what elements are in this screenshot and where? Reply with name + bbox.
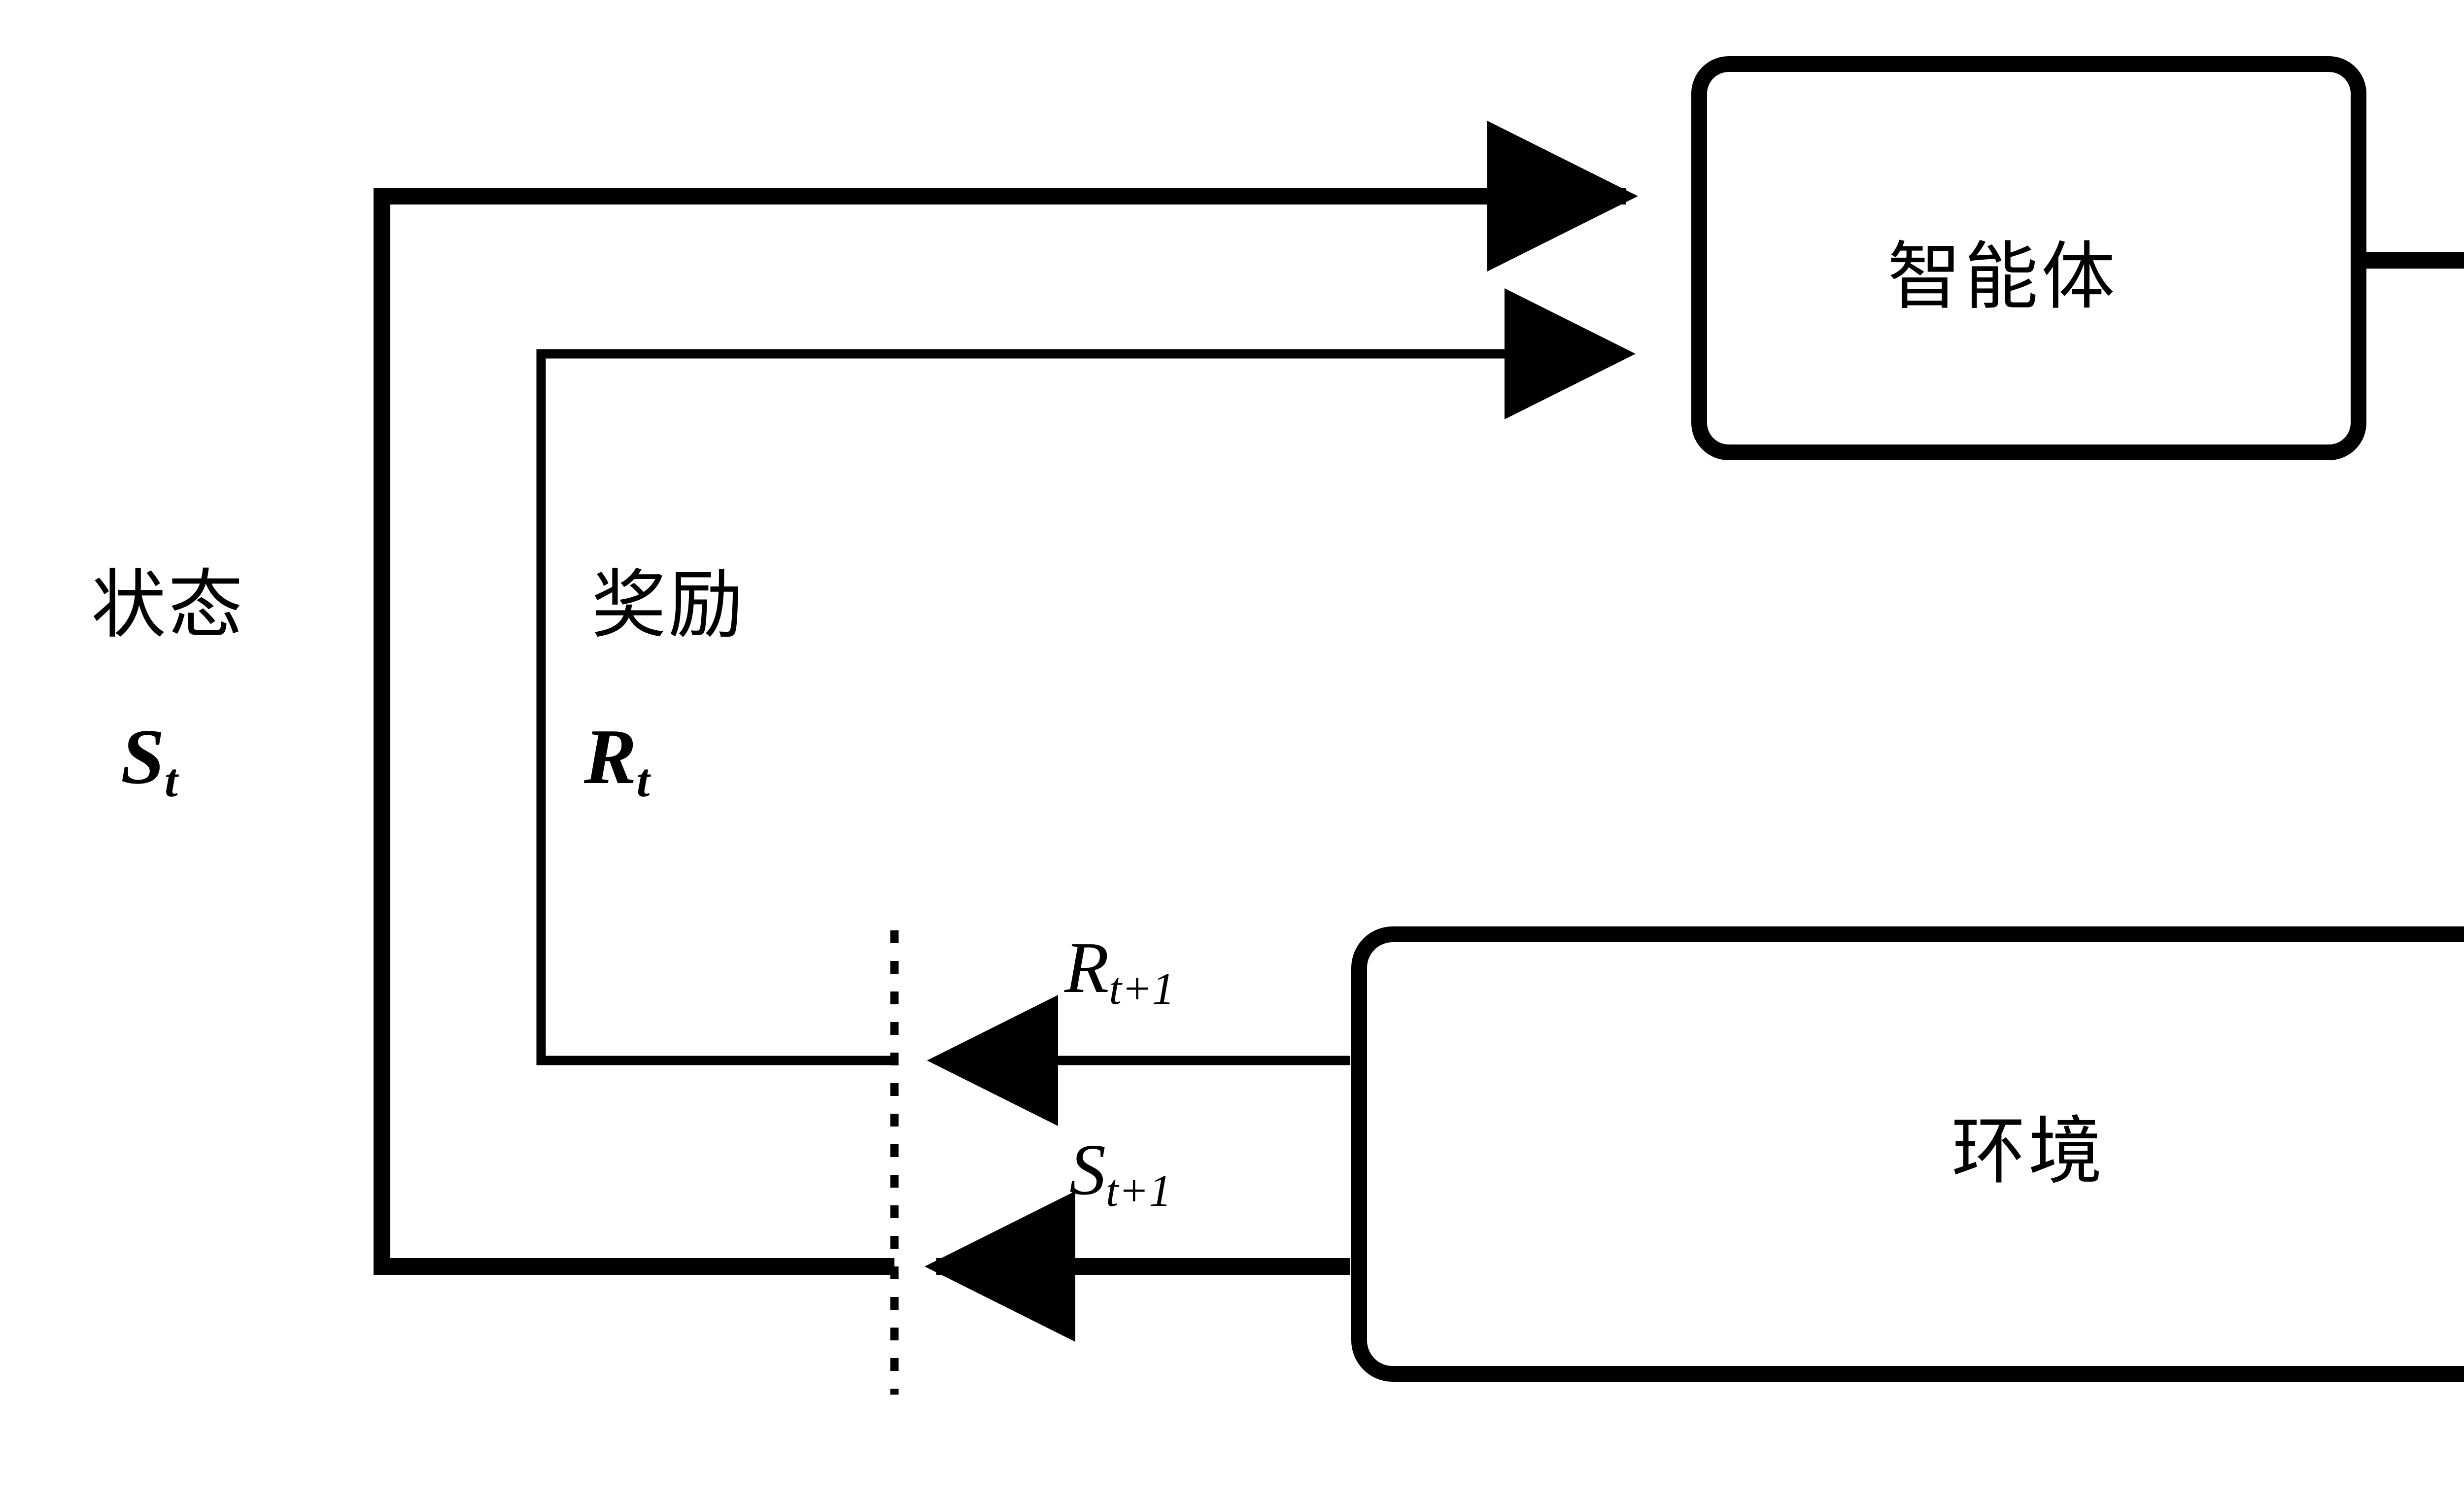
agent-box[interactable]	[1691, 56, 2366, 460]
environment-label: 环境	[1951, 1109, 2106, 1195]
state-symbol: St	[121, 717, 178, 804]
agent-label: 智能体	[1887, 234, 2119, 320]
state-next-label: St+1	[1069, 1133, 1171, 1214]
reward-symbol: Rt	[584, 717, 650, 804]
state-symbol-subscript: t	[164, 753, 178, 807]
state-next-base: S	[1069, 1129, 1106, 1210]
environment-box[interactable]	[1351, 926, 2464, 1382]
reward-label-cjk: 奖励	[591, 561, 745, 649]
reward-next-label: Rt+1	[1064, 931, 1175, 1012]
reward-symbol-subscript: t	[636, 753, 650, 807]
reward-symbol-base: R	[584, 713, 637, 800]
state-next-subscript: t+1	[1106, 1165, 1172, 1216]
reward-next-base: R	[1064, 927, 1109, 1008]
state-symbol-base: S	[121, 713, 165, 800]
reward-feedback-path	[536, 288, 1636, 1065]
state-feedback-path	[374, 121, 1638, 1275]
state-label-cjk: 状态	[91, 561, 245, 649]
reward-next-subscript: t+1	[1109, 963, 1175, 1014]
